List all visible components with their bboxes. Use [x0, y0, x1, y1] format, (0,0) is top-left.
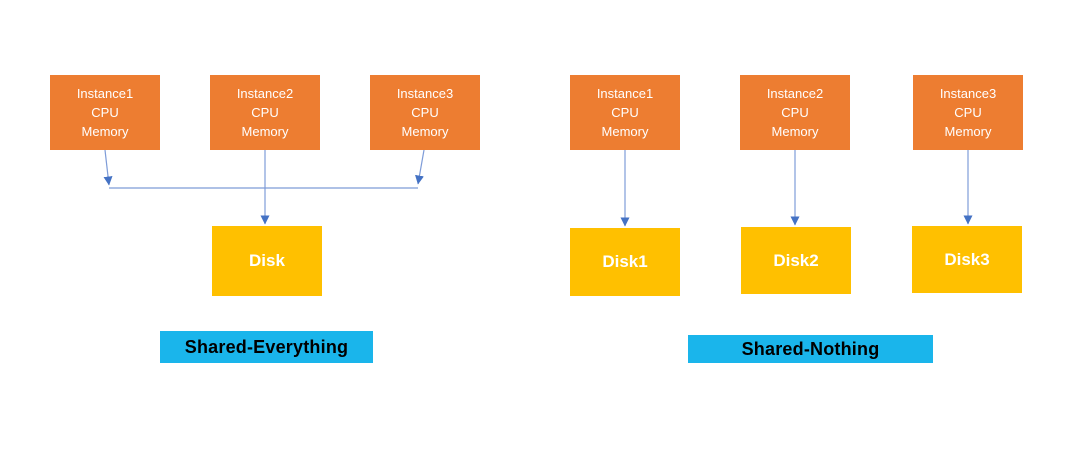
right-instance2-box: Instance2 CPU Memory	[740, 75, 850, 150]
shared-nothing-caption: Shared-Nothing	[688, 335, 933, 363]
arrow-left-instance1-to-bus	[103, 149, 113, 186]
right-instance3-box: Instance3 CPU Memory	[913, 75, 1023, 150]
right-disk2-box: Disk2	[741, 227, 851, 294]
left-instance2-box: Instance2 CPU Memory	[210, 75, 320, 150]
right-disk1-box: Disk1	[570, 228, 680, 296]
right-disk3-box: Disk3	[912, 226, 1022, 293]
left-instance1-box: Instance1 CPU Memory	[50, 75, 160, 150]
left-instance3-box: Instance3 CPU Memory	[370, 75, 480, 150]
left-shared-disk-box: Disk	[212, 226, 322, 296]
shared-everything-caption: Shared-Everything	[160, 331, 373, 363]
arrow-left-instance3-to-bus	[415, 149, 425, 185]
right-instance1-box: Instance1 CPU Memory	[570, 75, 680, 150]
